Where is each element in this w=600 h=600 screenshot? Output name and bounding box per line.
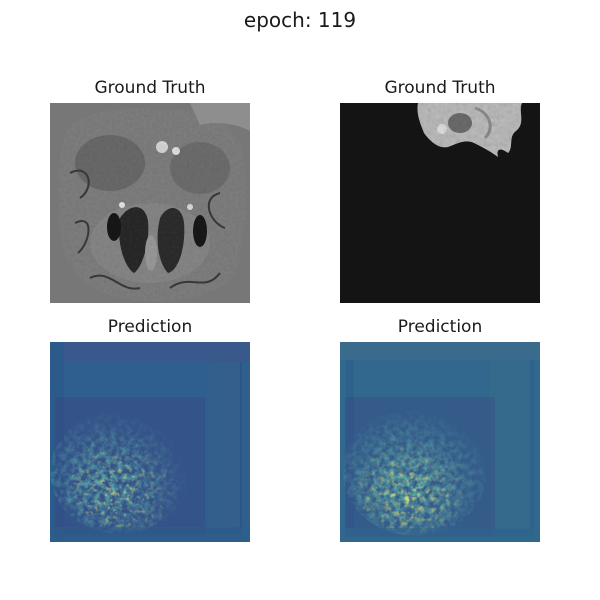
segmentation-mask-image [340,103,540,303]
brain-mri-image [50,103,250,303]
prediction-heatmap-image [50,342,250,542]
figure-title: epoch: 119 [243,8,357,32]
panel-title: Ground Truth [384,78,496,98]
panel-title: Prediction [397,317,483,337]
panel-title: Ground Truth [94,78,206,98]
panel-title: Prediction [107,317,193,337]
prediction-heatmap-image [340,342,540,542]
